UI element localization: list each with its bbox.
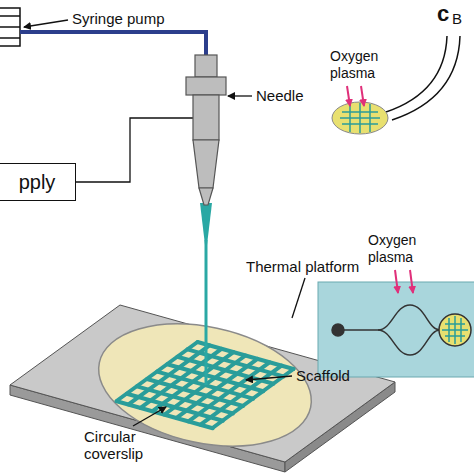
tube [392,36,460,120]
part-label: Circular coverslip [84,428,162,462]
tube [386,36,447,112]
part-label: Scaffold [296,367,350,384]
part-label: Thermal platform [246,258,359,275]
process-label: Oxygen plasma [368,232,432,266]
thermal-platform [10,305,395,472]
pdms-chip [318,282,474,377]
box-text: pply [19,171,56,194]
leader-line [292,278,305,318]
coverslip-small [332,102,388,134]
feed-tube [20,32,206,55]
taylor-cone [200,203,212,245]
leader-arrow [228,95,252,96]
part-label: Syringe pump [72,10,165,27]
microchannel [332,305,471,355]
leader-arrow [24,20,68,27]
part-label: Needle [256,87,304,104]
power-supply-box: pply [0,163,76,201]
panel-letter: c [437,2,449,26]
mini-scaffold [340,103,380,133]
plasma-arrow [410,270,413,293]
needle [186,55,226,205]
power-wire [76,118,193,182]
process-label: Oxygen plasma [330,48,394,82]
polymer-jet [205,240,208,385]
plasma-arrow [347,86,350,106]
leader-arrow [133,407,166,426]
syringe-pump [0,8,20,46]
plasma-arrow [395,270,398,293]
leader-arrow [246,376,292,380]
part-label: B [452,10,462,27]
plasma-arrow [361,86,364,106]
